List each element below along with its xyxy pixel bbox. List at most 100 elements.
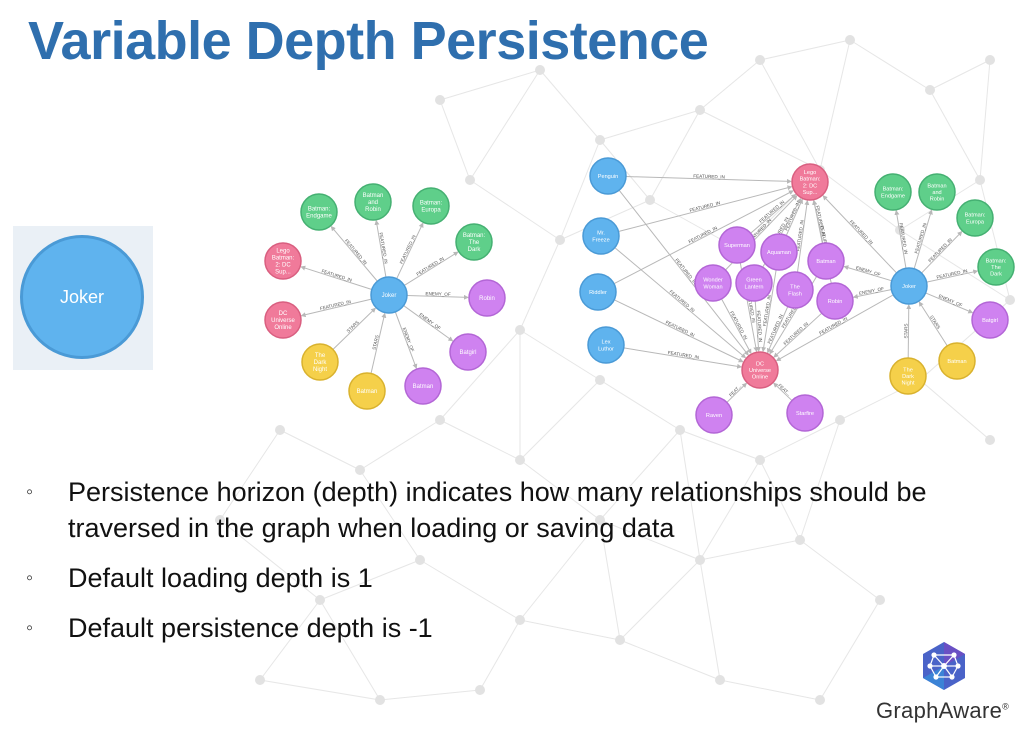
graph-edge xyxy=(726,382,748,403)
node-label: Starfire xyxy=(796,411,814,417)
graph-node: Batman:Europa xyxy=(956,199,994,237)
edge-label: ENEMY_OF xyxy=(425,291,451,297)
graph-node: Robin xyxy=(468,279,506,317)
graph-edge xyxy=(404,251,459,286)
background-dot xyxy=(535,65,545,75)
edge-label: FEATURED_IN xyxy=(399,234,417,265)
graph-edge xyxy=(613,190,794,285)
background-dot xyxy=(985,55,995,65)
background-dot xyxy=(645,195,655,205)
bullet-marker: ◦ xyxy=(26,567,34,589)
background-dot xyxy=(675,425,685,435)
graph-edge xyxy=(926,269,979,283)
edge-label: FEATURED_IN xyxy=(668,289,695,313)
graph-node: Batgirl xyxy=(971,301,1009,339)
background-dot xyxy=(515,325,525,335)
graph-edge xyxy=(843,265,892,282)
graph-edge xyxy=(614,299,744,363)
background-dot xyxy=(695,105,705,115)
bullet-marker: ◦ xyxy=(26,481,34,503)
background-dot xyxy=(925,85,935,95)
background-dot xyxy=(475,685,485,695)
graphaware-logo: GraphAware® xyxy=(876,640,1016,730)
node-label: Batman:Endgame xyxy=(306,207,332,220)
graph-node: Robin xyxy=(816,282,854,320)
node-label: Batman xyxy=(947,359,966,365)
graph-edge xyxy=(618,189,749,356)
background-dot xyxy=(435,415,445,425)
graph-edge xyxy=(618,185,793,232)
background-dot xyxy=(375,695,385,705)
graph-edge xyxy=(921,231,963,274)
edge-label: FEATURED_IN xyxy=(849,219,874,245)
graph-edge xyxy=(822,195,897,274)
bullet-text: Default persistence depth is -1 xyxy=(68,613,433,643)
bullet-item: ◦ Default loading depth is 1 xyxy=(20,560,950,596)
graph-edge xyxy=(796,199,810,273)
bullet-item: ◦ Persistence horizon (depth) indicates … xyxy=(20,474,950,546)
edge-label: FEATURED_IN xyxy=(667,350,699,360)
node-label: Joker xyxy=(902,284,916,290)
background-dot xyxy=(1005,295,1015,305)
graph-edge xyxy=(754,300,761,352)
background-dot xyxy=(815,695,825,705)
edge-label: FEATURED_IN xyxy=(927,237,953,263)
edge-label: FEATURED_IN xyxy=(415,256,444,277)
background-dot xyxy=(845,35,855,45)
graphaware-hexagon-icon xyxy=(923,642,965,690)
graph-node: Mr.Freeze xyxy=(582,217,620,255)
background-dot xyxy=(465,175,475,185)
graph-edge xyxy=(906,304,912,359)
graph-node: Batgirl xyxy=(449,333,487,371)
node-label: Robin xyxy=(828,299,843,305)
edge-label: FEATURED_IN xyxy=(762,295,772,327)
graph-edge xyxy=(403,305,454,342)
background-dot xyxy=(695,555,705,565)
graph-edge xyxy=(406,294,469,300)
graph-edge xyxy=(330,225,378,282)
edge-label: FEATURED_IN xyxy=(898,223,908,255)
bullet-text: Persistence horizon (depth) indicates ho… xyxy=(68,477,927,543)
joker-node-large: Joker xyxy=(20,235,144,359)
edge-label: ENEMY_OF xyxy=(402,327,416,353)
graph-edge xyxy=(766,306,789,354)
node-label: Batman xyxy=(413,384,434,390)
background-dot xyxy=(515,615,525,625)
node-label: Robin xyxy=(479,296,495,302)
background-dot xyxy=(595,375,605,385)
node-label: Raven xyxy=(706,413,722,419)
edge-label: ENEMY_OF xyxy=(859,286,885,296)
graph-edge xyxy=(300,298,372,318)
graph-node: Batman:Endgame xyxy=(874,173,912,211)
background-dot xyxy=(985,435,995,445)
edge-label: FEATURED_IN xyxy=(688,225,718,244)
graph-edge xyxy=(332,307,376,350)
node-label: Mr.Freeze xyxy=(592,231,609,244)
background-dot xyxy=(275,425,285,435)
graph-node: Batman xyxy=(938,342,976,380)
graph-node: Joker xyxy=(370,276,408,314)
background-dot xyxy=(615,635,625,645)
background-dot xyxy=(795,535,805,545)
edge-label: FEATURED_IN xyxy=(914,222,928,254)
edge-label: STARS xyxy=(346,320,360,334)
background-dot xyxy=(415,555,425,565)
background-dot xyxy=(315,595,325,605)
edge-label: FEATURED_IN xyxy=(321,268,353,282)
graph-edge xyxy=(775,294,894,362)
background-dot xyxy=(755,55,765,65)
graph-edge xyxy=(721,298,752,355)
